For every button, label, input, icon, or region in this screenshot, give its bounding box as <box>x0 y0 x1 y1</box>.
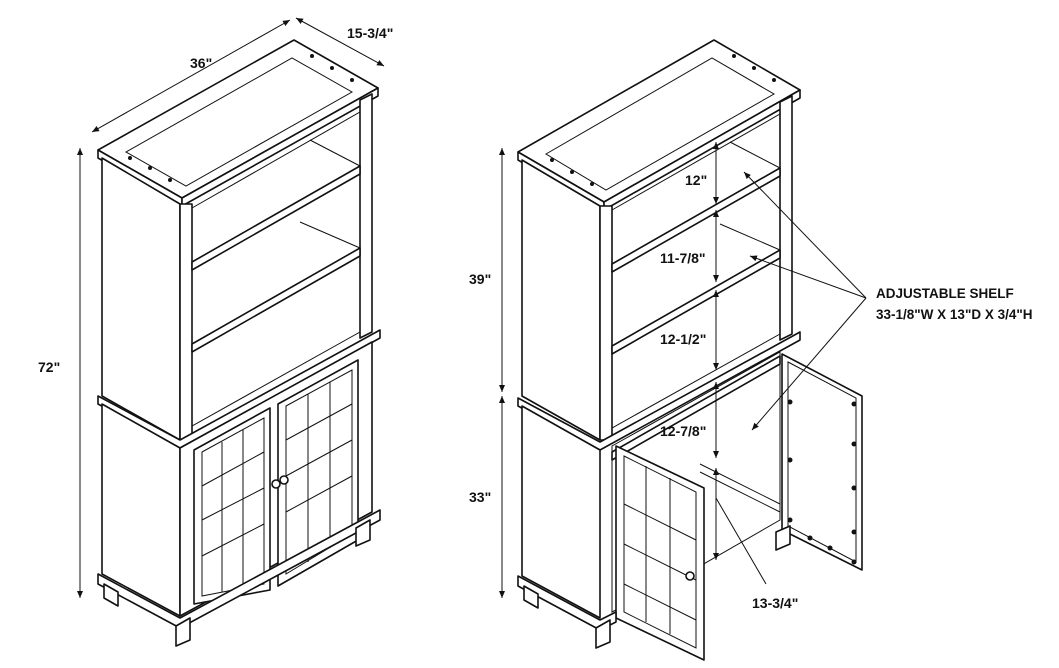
callout-spec: 33-1/8"W X 13"D X 3/4"H <box>876 307 1033 322</box>
left-width-label: 36" <box>190 55 212 71</box>
left-hutch-stile-left <box>179 203 193 441</box>
left-width-dim <box>91 19 291 133</box>
left-depth-dim <box>295 17 385 67</box>
right-cabinet <box>517 39 863 661</box>
shelf-gap-1-label: 12" <box>685 172 707 188</box>
right-base-inner-shelf-top <box>611 355 781 461</box>
shelf-gap-2-label: 11-7/8" <box>660 250 706 266</box>
callout-leader-1 <box>743 171 867 299</box>
right-plinth <box>517 575 617 631</box>
left-hutch-stile-right <box>359 93 373 339</box>
right-door-open-left <box>615 445 705 661</box>
right-hutch-stile-left <box>599 205 613 441</box>
left-depth-label: 15-3/4" <box>347 25 393 41</box>
right-lower-height-label: 33" <box>469 489 491 505</box>
left-dimensions: 36" 15-3/4" 72" <box>38 17 393 598</box>
right-base-inner-shelf <box>699 463 781 505</box>
callout-title: ADJUSTABLE SHELF <box>876 286 1014 301</box>
callout-leader-2 <box>749 255 867 299</box>
left-height-label: 72" <box>38 359 60 375</box>
left-plinth <box>97 509 381 629</box>
left-hutch-side <box>101 157 181 441</box>
right-shelves <box>611 141 781 355</box>
left-feet <box>103 519 371 647</box>
right-base-side <box>521 405 601 619</box>
right-base-interior <box>611 351 781 613</box>
inner-depth-label: 13-3/4" <box>752 595 798 611</box>
right-hutch-side <box>521 159 601 441</box>
left-door-knobs <box>271 475 289 489</box>
left-door-left <box>193 407 271 605</box>
inner-depth-leader <box>715 497 767 585</box>
right-dimensions: 39" 33" 12" 11-7/8" 12-1/2" 12-7/8" 13-3… <box>469 142 1033 611</box>
right-upper-height-label: 39" <box>469 271 491 287</box>
left-door-grids <box>201 382 353 592</box>
right-top-screws <box>550 54 776 186</box>
shelf-gap-4-label: 12-7/8" <box>660 423 706 439</box>
right-top-inset <box>545 57 776 191</box>
callout-leader-3 <box>751 297 867 431</box>
right-waist-molding <box>517 331 801 451</box>
right-feet <box>523 525 791 649</box>
left-cabinet <box>97 39 381 647</box>
right-door-open-right <box>781 353 863 571</box>
left-waist-molding <box>97 329 381 449</box>
shelf-gap-3-label: 12-1/2" <box>660 331 706 347</box>
left-shelves <box>191 139 361 353</box>
right-hutch-stile-right <box>779 95 793 341</box>
